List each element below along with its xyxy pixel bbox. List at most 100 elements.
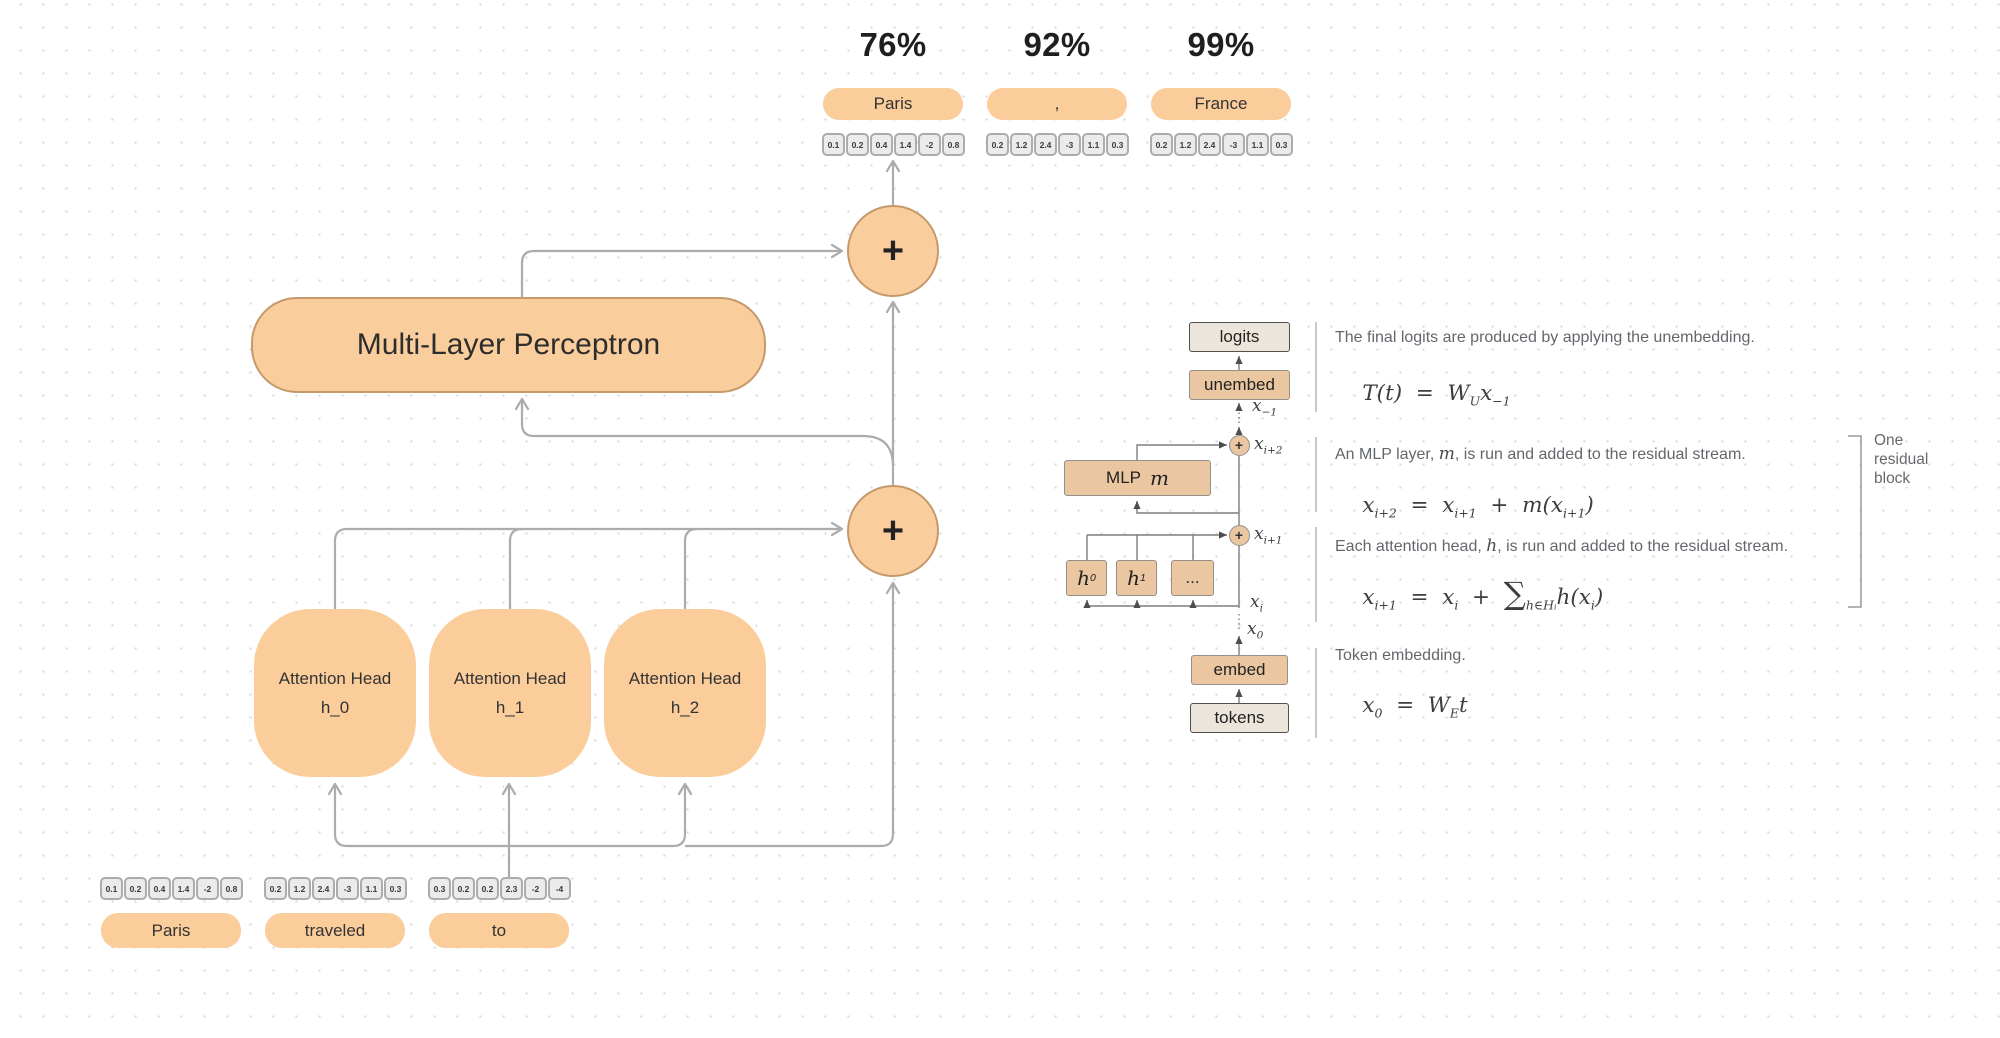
vector-cell: 0.1	[822, 133, 845, 156]
embed-box: embed	[1191, 655, 1288, 685]
residual-add-circle-bottom: +	[847, 485, 939, 577]
annotation-logits: The final logits are produced by applyin…	[1335, 329, 1755, 346]
vector-cell: -3	[336, 877, 359, 900]
prediction-prob-comma: 92%	[1023, 26, 1091, 63]
left-flow-wires	[327, 159, 901, 879]
residual-add-mini-mlp: +	[1228, 434, 1250, 456]
section-divider	[1315, 322, 1317, 412]
vector-cell: 2.4	[312, 877, 335, 900]
residual-block-label: One residual block	[1874, 432, 1929, 487]
vector-cell: 0.2	[264, 877, 287, 900]
tokens-box: tokens	[1190, 703, 1289, 733]
annotation-attention: Each attention head, h, is run and added…	[1335, 536, 1789, 556]
stream-label-x-i: xi	[1250, 592, 1263, 615]
unembed-box: unembed	[1189, 370, 1290, 400]
h0-label: h	[1077, 566, 1091, 590]
vector-cell: 0.2	[452, 877, 475, 900]
vector-cell: 1.2	[1010, 133, 1033, 156]
stream-label-x-0: x0	[1247, 619, 1264, 642]
head-ellipsis-box: ...	[1171, 560, 1214, 596]
prediction-token-paris: Paris	[823, 88, 963, 120]
vector-cell: 0.3	[1270, 133, 1293, 156]
stream-label-x-minus1: x−1	[1252, 396, 1278, 419]
attention-head-h1: Attention Head h_1	[429, 609, 591, 777]
formula-embedding: x0 = WEt	[1362, 693, 1468, 721]
section-divider	[1315, 527, 1317, 622]
annotation-mlp: An MLP layer, m, is run and added to the…	[1335, 444, 1746, 464]
vector-cell: 0.3	[384, 877, 407, 900]
vector-cell: 1.1	[360, 877, 383, 900]
input-token-paris: Paris	[101, 913, 241, 948]
formula-mlp: xi+2 = xi+1 + m(xi+1)	[1362, 493, 1594, 521]
residual-add-mini-attn: +	[1228, 524, 1250, 546]
logits-box: logits	[1189, 322, 1290, 352]
vector-cell: -3	[1058, 133, 1081, 156]
input-token-to: to	[429, 913, 569, 948]
vector-cell: 0.3	[428, 877, 451, 900]
vector-cell: -2	[918, 133, 941, 156]
residual-add-circle-top: +	[847, 205, 939, 297]
formula-logits: T(t) = WUx−1	[1362, 381, 1511, 409]
vector-cell: 0.8	[942, 133, 965, 156]
prediction-token-comma: ,	[987, 88, 1127, 120]
mlp-m-label: MLP	[1106, 468, 1141, 487]
attention-head-id: h_0	[320, 697, 350, 717]
vector-cell: 1.4	[172, 877, 195, 900]
vector-cell: 0.1	[100, 877, 123, 900]
formula-attention: xi+1 = xi + ∑h∈Hᵢh(xi)	[1362, 576, 1604, 613]
vector-cell: 0.2	[846, 133, 869, 156]
attention-head-title: Attention Head	[453, 668, 567, 688]
attention-head-h0: Attention Head h_0	[254, 609, 416, 777]
vector-cell: 1.2	[288, 877, 311, 900]
h1-sub: 1	[1140, 572, 1146, 584]
vector-cell: 0.4	[148, 877, 171, 900]
input-token-traveled: traveled	[265, 913, 405, 948]
vector-cell: 0.8	[220, 877, 243, 900]
mlp-m-box: MLP m	[1064, 460, 1211, 496]
vector-cell: 2.4	[1198, 133, 1221, 156]
mlp-m-var: m	[1150, 466, 1169, 490]
sum-symbol: ∑	[1503, 576, 1526, 612]
vector-cell: 0.3	[1106, 133, 1129, 156]
vector-cell: 0.2	[986, 133, 1009, 156]
prediction-prob-paris: 76%	[859, 26, 927, 63]
vector-cell: -2	[524, 877, 547, 900]
vector-cell: 1.1	[1246, 133, 1269, 156]
prediction-token-france: France	[1151, 88, 1291, 120]
h0-sub: 0	[1090, 572, 1096, 584]
stream-label-x-i1: xi+1	[1254, 524, 1283, 547]
annotation-embedding: Token embedding.	[1335, 647, 1466, 664]
vector-cell: 0.4	[870, 133, 893, 156]
vector-cell: 1.1	[1082, 133, 1105, 156]
vector-cell: 2.4	[1034, 133, 1057, 156]
attention-head-id: h_2	[670, 697, 700, 717]
vector-cell: -3	[1222, 133, 1245, 156]
vector-cell: 0.2	[476, 877, 499, 900]
h1-label: h	[1127, 566, 1141, 590]
attention-head-title: Attention Head	[278, 668, 392, 688]
residual-stream-wires	[1083, 356, 1243, 703]
section-divider	[1315, 437, 1317, 512]
vector-cell: -4	[548, 877, 571, 900]
section-divider	[1315, 648, 1317, 738]
vector-cell: 0.2	[1150, 133, 1173, 156]
residual-block-bracket	[1848, 435, 1862, 608]
vector-cell: 0.2	[124, 877, 147, 900]
stream-label-x-i2: xi+2	[1254, 434, 1283, 457]
prediction-prob-france: 99%	[1187, 26, 1255, 63]
vector-cell: 2.3	[500, 877, 523, 900]
attention-head-id: h_1	[495, 697, 525, 717]
attention-head-h2: Attention Head h_2	[604, 609, 766, 777]
mlp-block: Multi-Layer Perceptron	[251, 297, 766, 393]
vector-cell: 1.2	[1174, 133, 1197, 156]
vector-cell: -2	[196, 877, 219, 900]
